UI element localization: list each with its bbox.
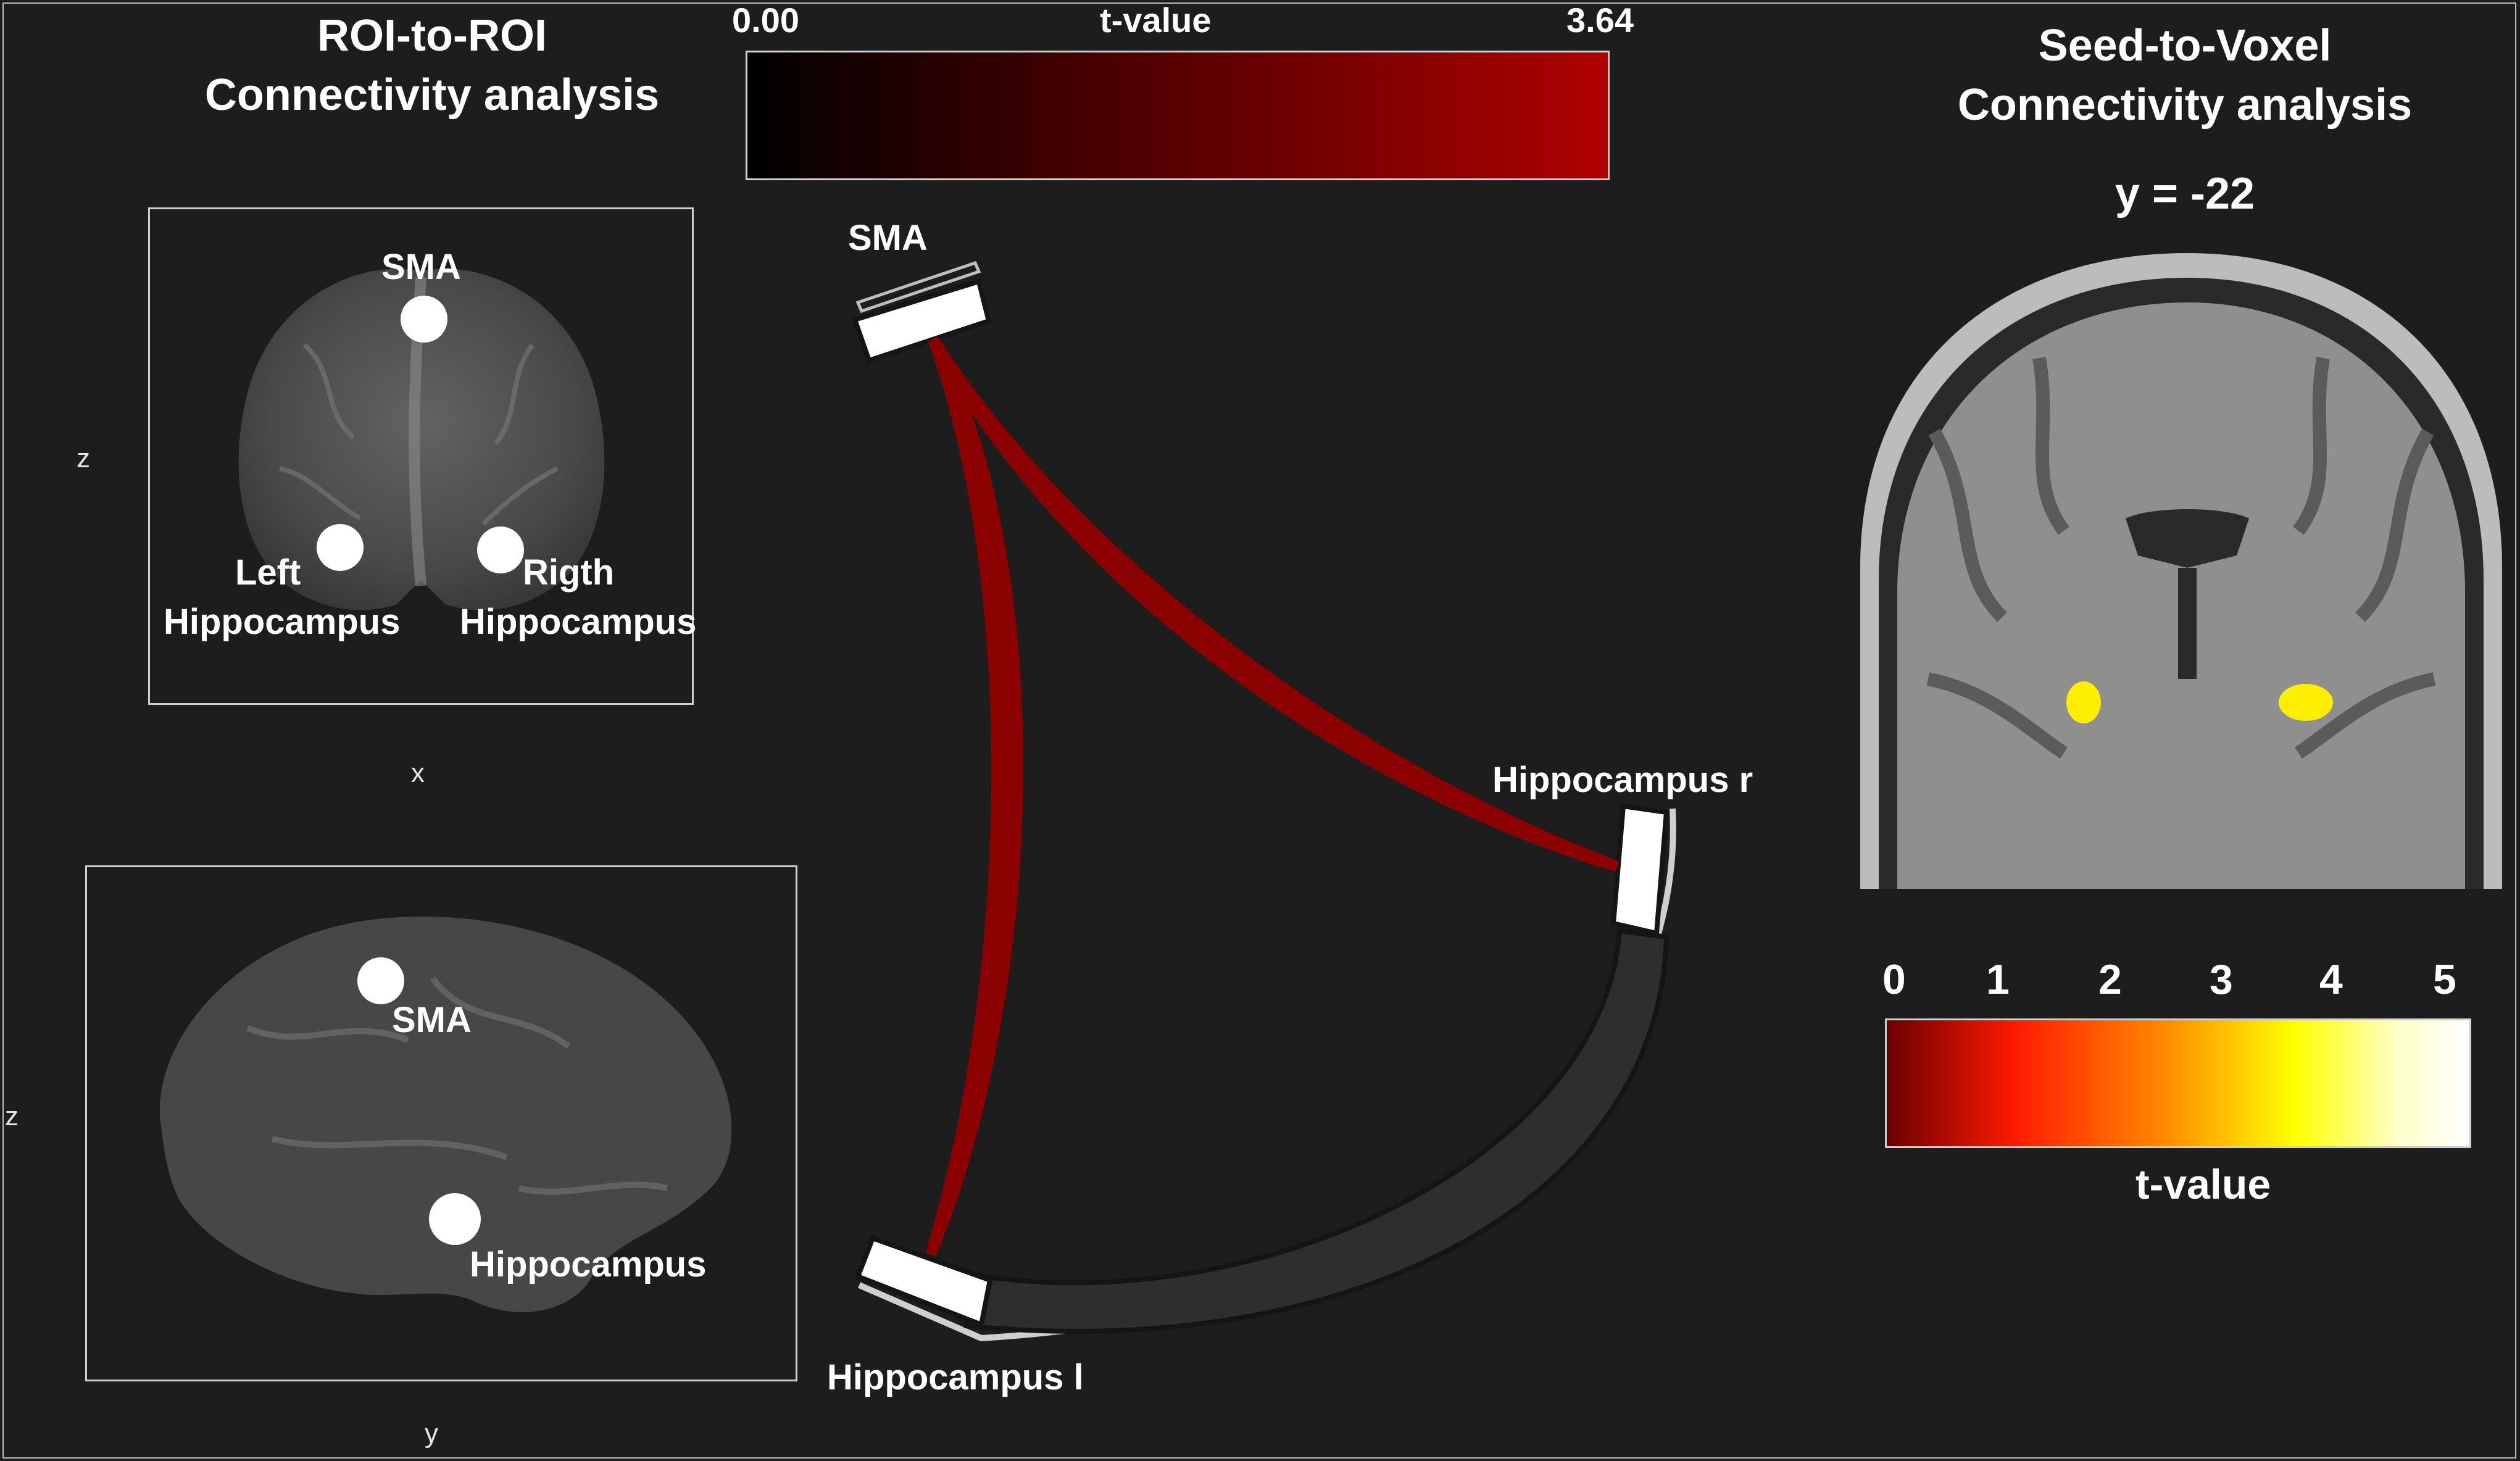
coronal-mri-slice (1842, 247, 2514, 889)
sagittal-axis-y: y (425, 1418, 438, 1449)
sagittal-label-hippocampus: Hippocampus (470, 1244, 707, 1284)
hippocampus-arc (963, 928, 1670, 1334)
roi-colorbar-min: 0.00 (732, 1, 799, 40)
sma-node-marker (401, 296, 447, 343)
voxel-tick-0: 0 (1882, 956, 1906, 1003)
edge-sma-hippocampus-l (925, 336, 1023, 1257)
edge-sma-hippocampus-r (928, 336, 1620, 872)
connectome-label-hippocampus-r: Hippocampus r (1492, 760, 1753, 800)
seed-title-line1: Seed-to-Voxel (2038, 21, 2332, 70)
connectome-outer-ring (855, 260, 981, 314)
connectome-label-sma: SMA (848, 218, 928, 258)
roi-colorbar-max: 3.64 (1566, 1, 1634, 40)
roi-panel-title: ROI-to-ROI Connectivity analysis (142, 6, 722, 125)
coronal-axis-z: z (77, 443, 90, 473)
roi-colorbar-title: t-value (1100, 1, 1212, 40)
node-hippocampus-l (854, 1234, 993, 1328)
right-hippocampus-marker (477, 527, 524, 573)
coronal-label-left-1: Left (235, 552, 301, 593)
voxel-tick-1: 1 (1986, 956, 2010, 1003)
slice-label: y = -22 (2115, 169, 2255, 219)
node-hippocampus-r (1610, 803, 1670, 936)
coronal-label-right-2: Hippocampus (460, 602, 697, 642)
sagittal-label-sma: SMA (392, 1000, 472, 1040)
coronal-brain-outline (238, 268, 605, 610)
coronal-brain-view: SMA Left Hippocampus Rigth Hippocampus (148, 207, 697, 705)
sagittal-brain-svg (159, 916, 732, 1312)
coronal-label-sma: SMA (381, 247, 461, 287)
voxel-tick-2: 2 (2098, 956, 2122, 1003)
activation-right-hippocampus (2279, 684, 2333, 721)
sagittal-axis-z: z (5, 1101, 19, 1131)
seed-panel-title: Seed-to-Voxel Connectivity analysis (1876, 16, 2493, 135)
voxel-tick-5: 5 (2433, 956, 2456, 1003)
seed-title-line2: Connectivity analysis (1957, 80, 2413, 130)
sagittal-brain-outline (159, 916, 732, 1312)
roi-colorbar (746, 51, 1610, 180)
voxel-colorbar (1885, 1018, 2471, 1148)
voxel-colorbar-title: t-value (2135, 1161, 2271, 1208)
coronal-label-left-2: Hippocampus (164, 602, 401, 642)
sagittal-brain-view: SMA Hippocampus (85, 865, 797, 1381)
voxel-tick-4: 4 (2319, 956, 2343, 1003)
coronal-axis-x: x (411, 758, 425, 788)
sagittal-sma-marker (357, 957, 404, 1004)
connectome-label-hippocampus-l: Hippocampus l (827, 1357, 1084, 1397)
activation-left-hippocampus (2066, 681, 2101, 723)
left-hippocampus-marker (317, 524, 364, 571)
node-sma (851, 278, 992, 364)
coronal-brain-svg (238, 268, 605, 610)
sagittal-hippocampus-marker (429, 1193, 481, 1245)
voxel-tick-3: 3 (2210, 956, 2233, 1003)
roi-title-line1: ROI-to-ROI (317, 11, 547, 60)
roi-title-line2: Connectivity analysis (204, 70, 660, 120)
coronal-label-right-1: Rigth (523, 552, 615, 593)
mri-svg (1860, 253, 2502, 889)
